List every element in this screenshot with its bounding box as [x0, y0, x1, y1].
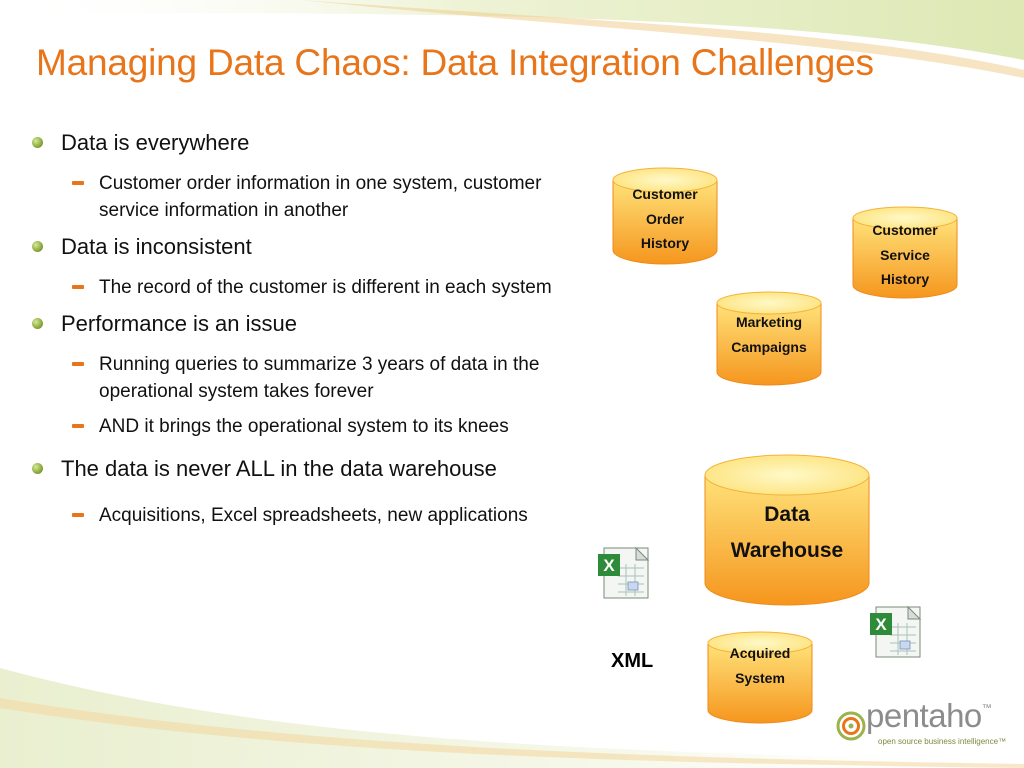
pentaho-logo: pentaho™ open source business intelligen… [834, 697, 1007, 752]
cylinder-customer-service-history: Customer Service History [851, 205, 959, 301]
dash-icon [72, 424, 84, 428]
sub-bullet-item: AND it brings the operational system to … [30, 413, 560, 440]
cylinder-label-line: Warehouse [730, 539, 844, 562]
logo-tagline: open source business intelligence™ [878, 737, 1007, 746]
bullet-item: Performance is an issue [30, 309, 560, 339]
excel-spreadsheet-icon: X [598, 546, 650, 599]
cylinder-data-warehouse: Data Warehouse [703, 453, 871, 608]
cylinder-label-line: System [735, 669, 785, 686]
svg-text:X: X [875, 615, 887, 634]
cylinder-acquired-system: Acquired System [706, 630, 814, 726]
bullet-dot-icon [32, 241, 43, 252]
pentaho-swirl-icon [836, 711, 866, 741]
top-swoosh-decoration [0, 0, 1024, 78]
sub-bullet-item: Acquisitions, Excel spreadsheets, new ap… [30, 502, 560, 529]
bullet-dot-icon [32, 137, 43, 148]
cylinder-label-line: Customer [632, 186, 698, 202]
cylinder-customer-order-history: Customer Order History [611, 166, 719, 266]
sub-bullet-text: Running queries to summarize 3 years of … [99, 354, 540, 402]
bullet-dot-icon [32, 318, 43, 329]
logo-trademark: ™ [981, 703, 992, 714]
sub-bullet-item: The record of the customer is different … [30, 274, 560, 301]
sub-bullet-item: Running queries to summarize 3 years of … [30, 351, 560, 405]
sub-bullet-item: Customer order information in one system… [30, 170, 560, 224]
bullet-text: Data is everywhere [61, 130, 250, 155]
bullet-item: Data is inconsistent [30, 232, 560, 262]
cylinder-label-line: Order [645, 210, 685, 227]
svg-text:X: X [603, 556, 615, 575]
database-cylinder-icon [704, 454, 870, 606]
sub-bullet-text: AND it brings the operational system to … [99, 416, 509, 437]
xml-label: XML [611, 650, 654, 672]
dash-icon [72, 362, 84, 366]
cylinder-marketing-campaigns: Marketing Campaigns [715, 290, 823, 388]
bullet-text: Performance is an issue [61, 311, 297, 336]
bottom-swoosh-decoration [0, 668, 1024, 768]
cylinder-label-line: Campaigns [731, 338, 807, 355]
bullet-text: The data is never ALL in the data wareho… [61, 456, 497, 481]
bullet-text: Data is inconsistent [61, 234, 252, 259]
database-cylinder-icon [707, 631, 813, 724]
bullet-list: Data is everywhere Customer order inform… [30, 128, 560, 537]
database-cylinder-icon [612, 167, 718, 265]
sub-bullet-text: The record of the customer is different … [99, 277, 552, 298]
cylinder-label-line: Service [880, 246, 930, 263]
cylinder-label-line: History [880, 271, 930, 287]
sub-bullet-text: Acquisitions, Excel spreadsheets, new ap… [99, 505, 528, 526]
dash-icon [72, 513, 84, 517]
bullet-dot-icon [32, 463, 43, 474]
database-cylinder-icon [716, 291, 822, 386]
database-cylinder-icon [852, 206, 958, 299]
excel-spreadsheet-icon: X [870, 605, 922, 658]
cylinder-label-line: History [640, 235, 690, 251]
bullet-item: Data is everywhere [30, 128, 560, 158]
cylinder-label-line: Data [764, 503, 810, 526]
dash-icon [72, 285, 84, 289]
cylinder-label-line: Marketing [735, 314, 803, 330]
dash-icon [72, 181, 84, 185]
bullet-item: The data is never ALL in the data wareho… [30, 448, 560, 490]
sub-bullet-text: Customer order information in one system… [99, 173, 542, 221]
page-title: Managing Data Chaos: Data Integration Ch… [36, 42, 874, 83]
logo-wordmark: pentaho [866, 697, 982, 734]
cylinder-label-line: Customer [872, 222, 938, 238]
cylinder-label-line: Acquired [729, 645, 791, 661]
